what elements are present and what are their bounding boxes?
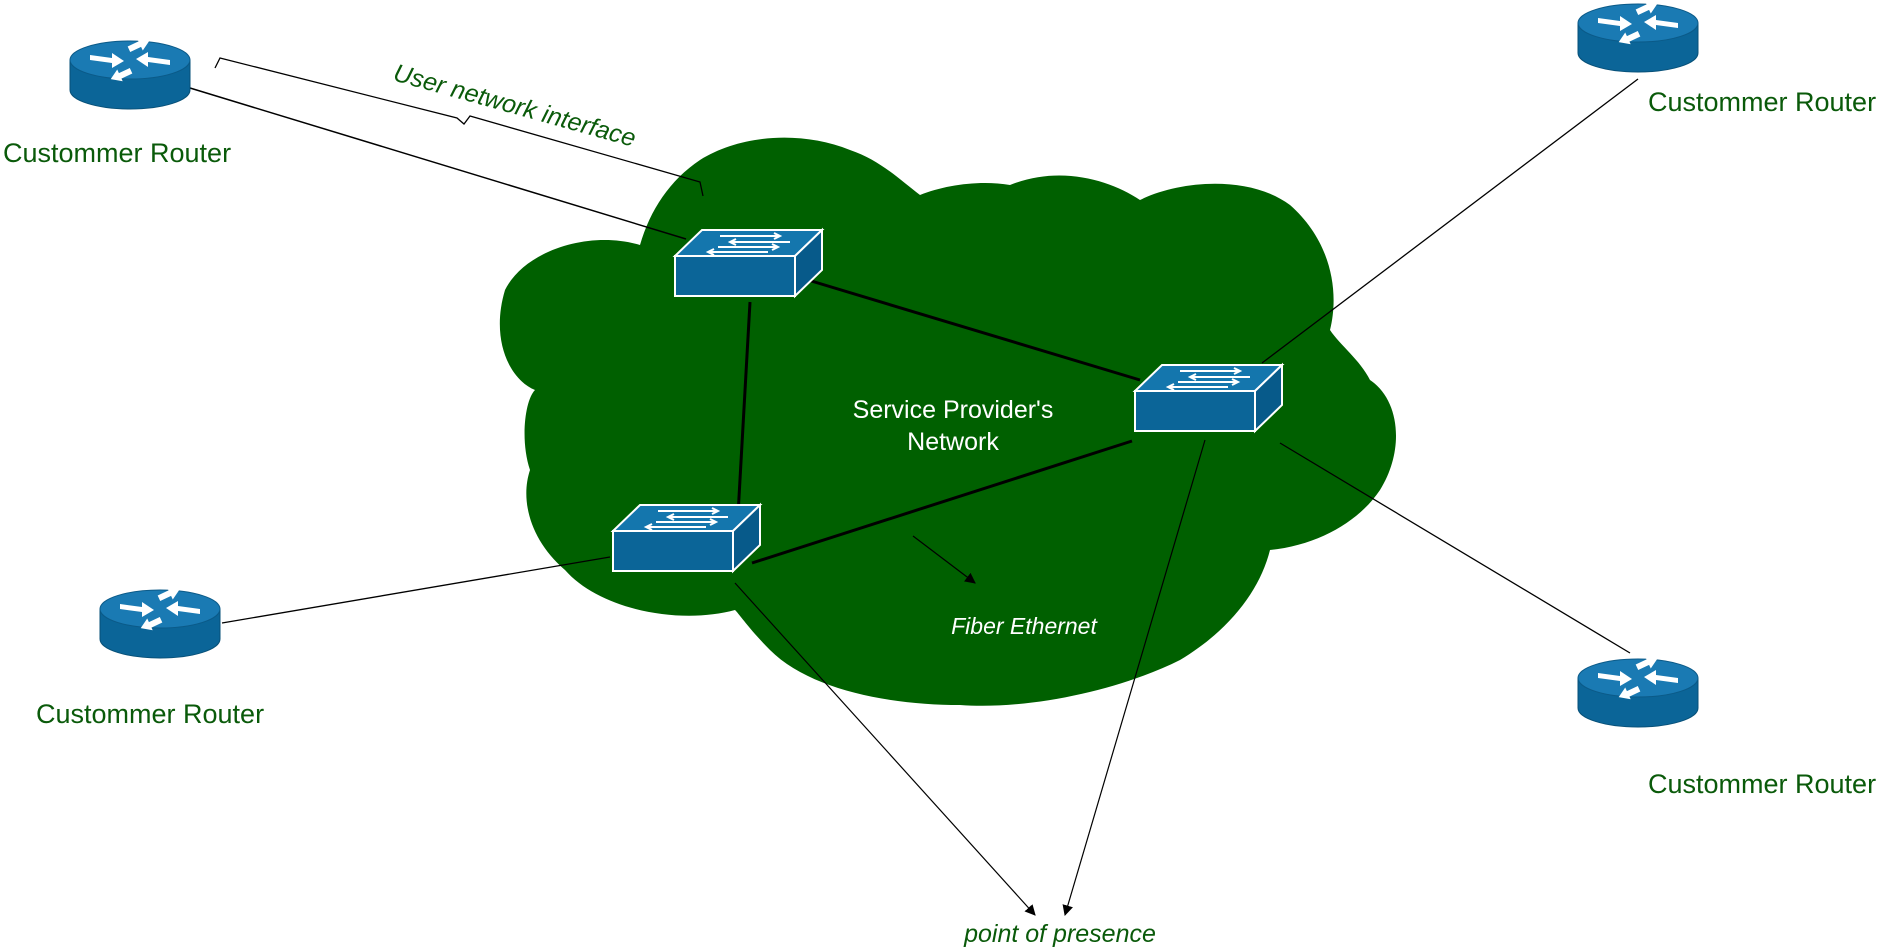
trunk-s2-s3 (751, 439, 1133, 565)
arrow-pop-left (734, 582, 1036, 916)
links (189, 78, 1639, 917)
switch-2 (1134, 364, 1283, 432)
link-uni-router-1 (189, 87, 687, 240)
fiber-ethernet-label: Fiber Ethernet (951, 613, 1098, 639)
uni-brace (214, 57, 704, 197)
router-label-bottom-left: Custommer Router (36, 699, 264, 729)
cloud-title-line-1: Service Provider's (853, 396, 1054, 424)
router-label-top-right: Custommer Router (1648, 87, 1876, 117)
router-label-bottom-right: Custommer Router (1648, 769, 1876, 799)
link-router-4 (1279, 442, 1631, 654)
link-router-3 (221, 556, 611, 624)
arrow-pop-right (1062, 439, 1206, 917)
cloud-title-line-2: Network (907, 428, 999, 456)
switch-3 (612, 504, 761, 572)
trunk-s1-s2 (807, 278, 1141, 382)
router-icon (99, 582, 221, 659)
point-of-presence-label: point of presence (963, 920, 1156, 948)
router-icon (1577, 651, 1699, 728)
trunk-s1-s3 (736, 301, 752, 516)
uni-label: User network interface (390, 59, 638, 153)
router-label-top-left: Custommer Router (3, 138, 231, 168)
link-router-2 (1261, 78, 1639, 364)
router-icon (1577, 0, 1699, 73)
router-icon (69, 33, 191, 110)
arrow-fiber-ethernet (912, 535, 976, 584)
switch-1 (674, 229, 823, 297)
